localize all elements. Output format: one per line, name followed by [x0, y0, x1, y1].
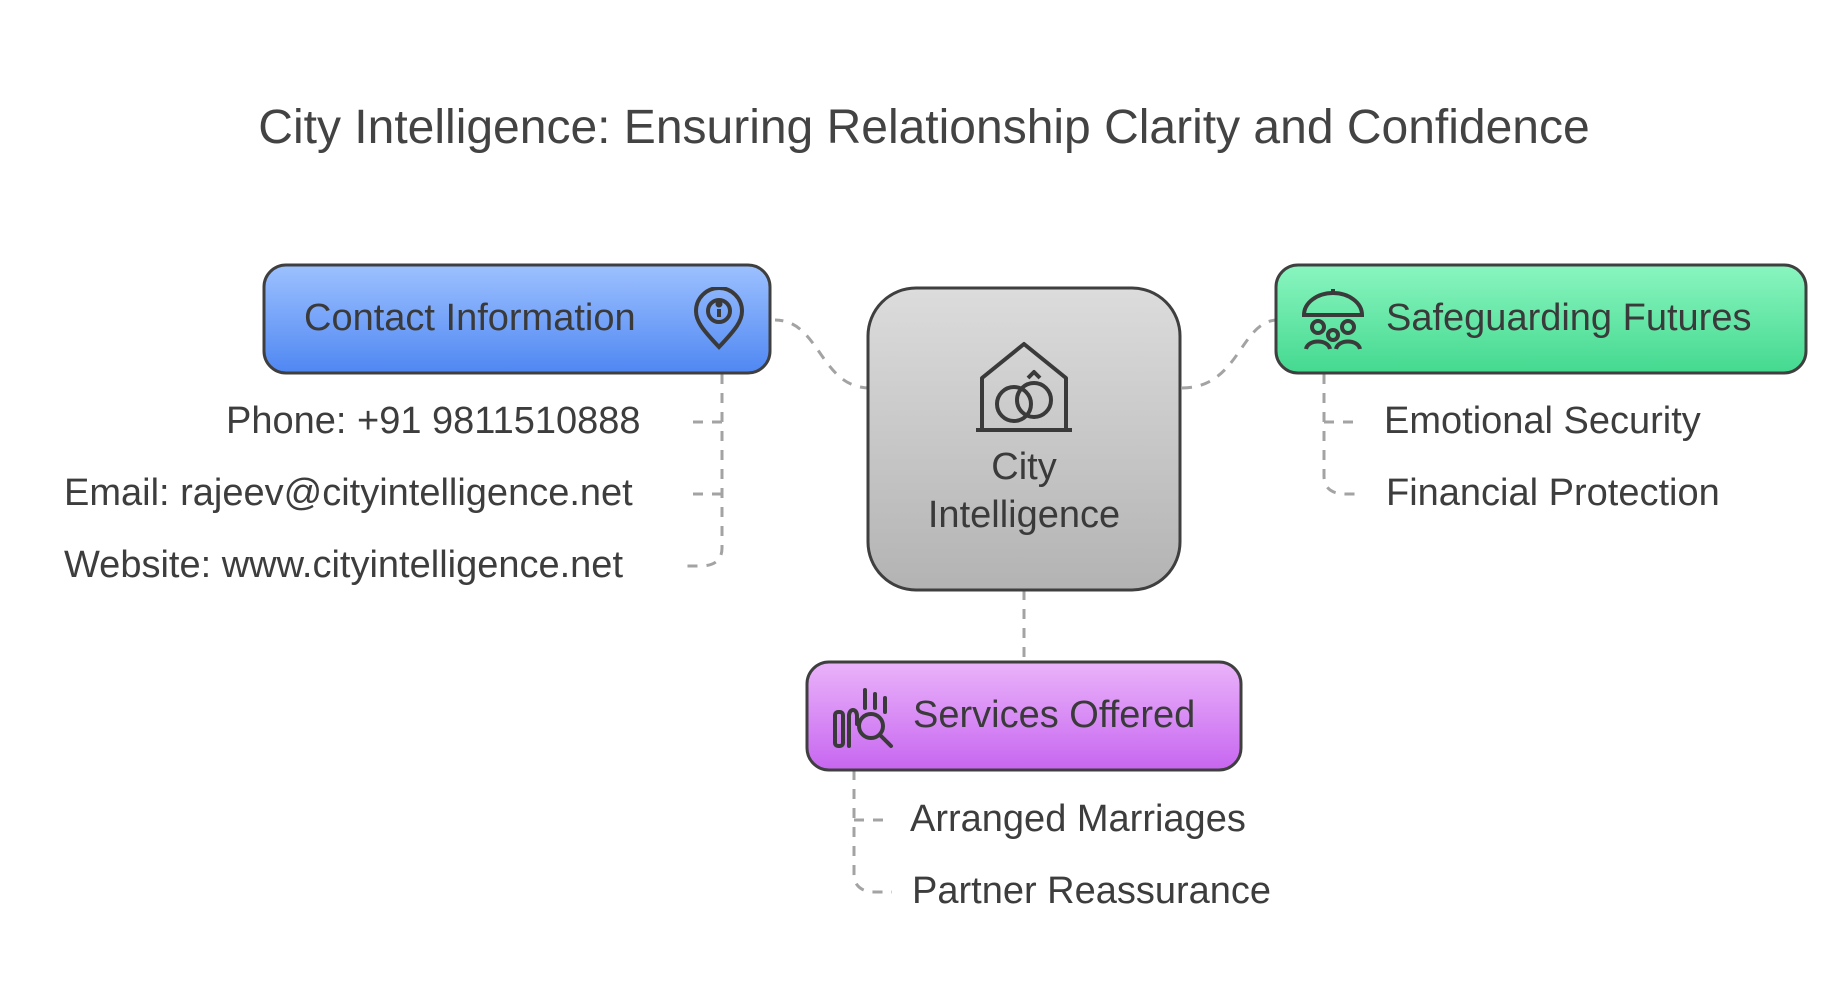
location-info-icon [692, 287, 746, 351]
safeguarding-node-label: Safeguarding Futures [1386, 297, 1752, 339]
diagram-title: City Intelligence: Ensuring Relationship… [258, 101, 1590, 154]
hand-search-icon [831, 686, 897, 750]
safeguarding-item-emotional: Emotional Security [1384, 400, 1701, 442]
safeguarding-node: Safeguarding Futures [1276, 265, 1806, 373]
umbrella-family-icon [1300, 287, 1366, 353]
safeguarding-item-financial: Financial Protection [1386, 472, 1720, 514]
connector-center-contact [774, 318, 871, 390]
contact-item-email[interactable]: Email: rajeev@cityintelligence.net [64, 472, 633, 514]
connector-services-trunk [852, 770, 892, 894]
services-node: Services Offered [807, 662, 1241, 770]
contact-item-phone: Phone: +91 9811510888 [226, 400, 641, 442]
services-node-bg [805, 660, 1243, 772]
center-label-line2: Intelligence [927, 494, 1121, 536]
house-rings-icon [976, 338, 1072, 436]
contact-node: Contact Information [264, 265, 770, 373]
center-node-bg [866, 286, 1182, 592]
services-node-label: Services Offered [913, 694, 1196, 736]
connector-safeguarding-trunk [1322, 374, 1362, 496]
safeguarding-node-bg [1274, 263, 1808, 375]
contact-node-label: Contact Information [304, 297, 636, 339]
connector-center-safeguarding [1181, 318, 1279, 390]
services-item-reassurance: Partner Reassurance [912, 870, 1272, 912]
center-label-line1: City [991, 446, 1057, 488]
contact-item-website[interactable]: Website: www.cityintelligence.net [64, 544, 623, 586]
contact-node-bg [262, 263, 772, 375]
connector-contact-trunk [686, 374, 724, 568]
services-item-arranged: Arranged Marriages [910, 798, 1246, 840]
center-node: City Intelligence [868, 288, 1180, 590]
